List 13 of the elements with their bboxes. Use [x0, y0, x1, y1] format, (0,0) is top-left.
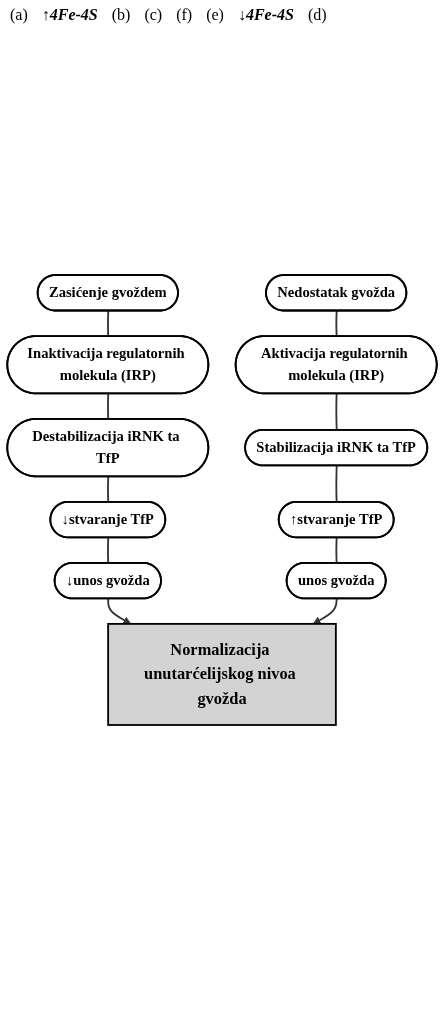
node-box: Normalizacija unutarćelijskog nivoa gvožda [107, 622, 337, 726]
step-letter: (f) [176, 6, 193, 24]
arrow [312, 597, 338, 625]
connector [107, 310, 110, 338]
step-letter: (e) [206, 6, 224, 24]
connector [335, 310, 338, 338]
annotation-label: ↑4Fe-4S [41, 6, 98, 24]
step-letter: (a) [10, 6, 28, 24]
annotation-label: ↓4Fe-4S [237, 6, 294, 24]
arrow [107, 597, 132, 625]
step-letter: (d) [307, 6, 327, 24]
step-letter: (b) [111, 6, 131, 24]
step-letter: (c) [144, 6, 163, 24]
